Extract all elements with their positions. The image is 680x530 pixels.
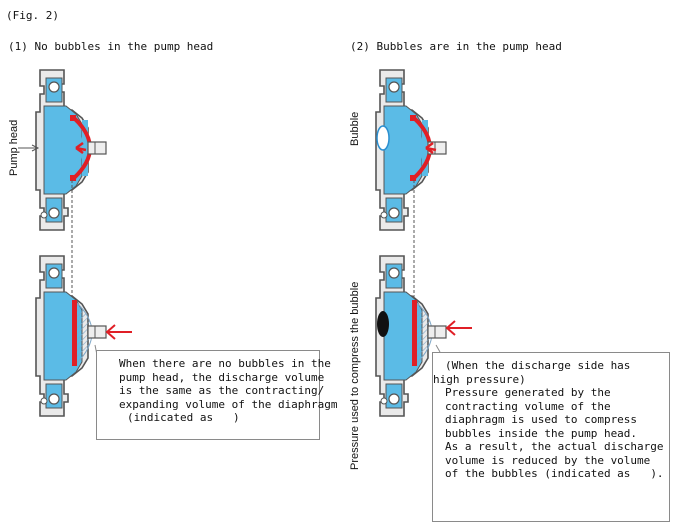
left-arrow-icon: [75, 141, 87, 155]
panel1-top-pump: [35, 69, 107, 231]
callout-no-bubbles: When there are no bubbles in the pump he…: [96, 350, 338, 440]
push-arrow-icon-right: [445, 320, 472, 336]
panel2-top-pump: [375, 69, 447, 231]
left-arrow-icon-2: [425, 141, 437, 155]
figure-label: (Fig. 2): [6, 9, 59, 22]
panel1-bottom-pump: [35, 255, 107, 417]
panel2-title: (2) Bubbles are in the pump head: [350, 40, 562, 53]
panel1-title: (1) No bubbles in the pump head: [8, 40, 214, 53]
panel2-bottom-pump: [375, 255, 447, 417]
bubble-icon: [376, 125, 390, 151]
compressed-bubble-icon: [377, 311, 389, 337]
push-arrow-icon-left: [105, 324, 132, 340]
callout-bubbles: (When the discharge side has high pressu…: [432, 352, 670, 522]
